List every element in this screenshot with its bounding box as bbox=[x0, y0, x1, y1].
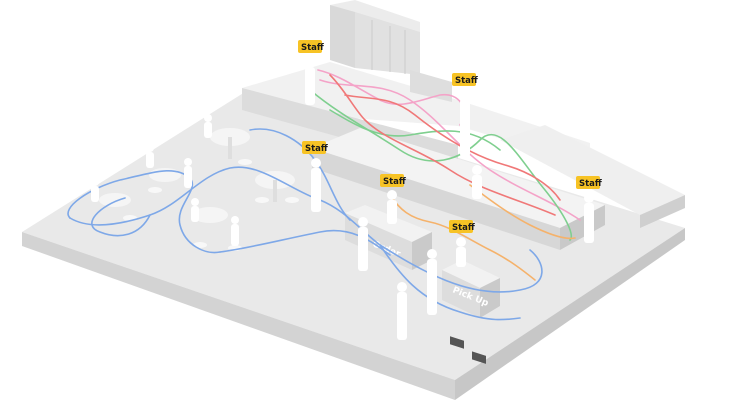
staff-figure bbox=[584, 193, 594, 243]
customer-figure bbox=[204, 114, 212, 138]
storage-cabinets bbox=[330, 0, 452, 102]
svg-text:Staff: Staff bbox=[579, 179, 602, 189]
staff-figure bbox=[387, 190, 397, 224]
customer-figure bbox=[184, 158, 192, 188]
customer-figure bbox=[397, 282, 407, 340]
table bbox=[149, 168, 181, 182]
staff-figure bbox=[456, 237, 466, 267]
customer-figure bbox=[231, 216, 239, 246]
svg-text:Staff: Staff bbox=[383, 177, 406, 187]
staff-figure bbox=[472, 165, 482, 199]
people bbox=[91, 57, 594, 340]
staff-figure bbox=[311, 158, 321, 212]
staff-tag: Staff bbox=[298, 40, 324, 53]
staff-tag: Staff bbox=[576, 176, 602, 189]
customer-figure bbox=[146, 144, 154, 168]
staff-tag: Staff bbox=[452, 73, 478, 86]
svg-text:Staff: Staff bbox=[301, 43, 324, 53]
floor-side-right bbox=[455, 228, 685, 400]
svg-text:Staff: Staff bbox=[455, 76, 478, 86]
right-counter bbox=[500, 125, 685, 228]
staff-tag: Staff bbox=[449, 220, 475, 233]
table bbox=[99, 193, 131, 207]
staff-figure bbox=[460, 89, 470, 157]
staff-figure bbox=[305, 57, 315, 105]
staff-tags: Staff Staff Staff Staff Staff Staff bbox=[298, 40, 602, 233]
svg-text:Staff: Staff bbox=[452, 223, 475, 233]
table bbox=[192, 207, 228, 223]
svg-text:Staff: Staff bbox=[305, 144, 328, 154]
floor-side-left bbox=[22, 232, 455, 400]
customer-figure bbox=[358, 217, 368, 271]
staff-tag: Staff bbox=[380, 174, 406, 187]
customer-figure bbox=[191, 198, 199, 222]
staff-tag: Staff bbox=[302, 141, 328, 154]
customer-figure bbox=[91, 178, 99, 202]
customer-figure bbox=[427, 249, 437, 315]
